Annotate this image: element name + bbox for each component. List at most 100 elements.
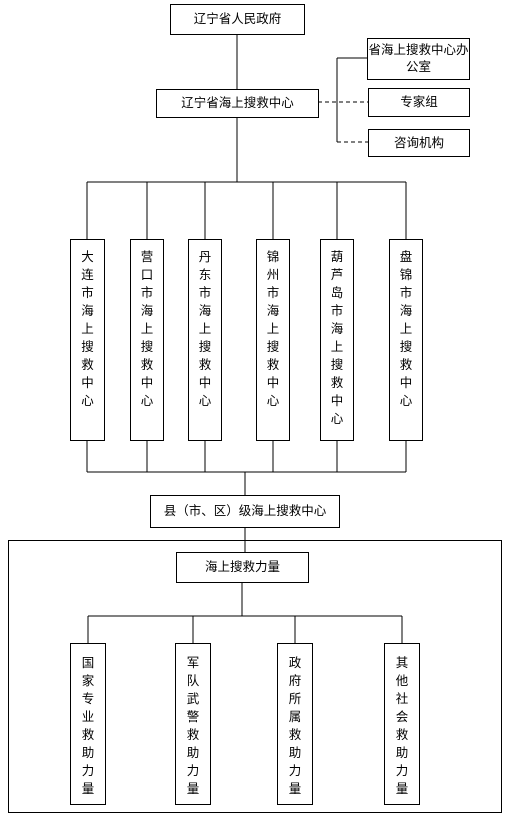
vertical-char: 中 — [399, 375, 413, 390]
vertical-char: 上 — [140, 321, 154, 336]
vertical-char: 市 — [330, 303, 344, 318]
vertical-char: 救 — [140, 357, 154, 372]
node-city-center: 营口市海上搜救中心 — [130, 239, 164, 441]
vertical-char: 救 — [266, 357, 280, 372]
vertical-char: 助 — [186, 745, 200, 760]
vertical-char: 量 — [186, 781, 200, 796]
vertical-char: 救 — [330, 375, 344, 390]
vertical-char: 连 — [81, 267, 94, 282]
vertical-char: 芦 — [330, 267, 344, 282]
vertical-char: 海 — [198, 303, 212, 318]
node-city-center: 大连市海上搜救中心 — [70, 239, 105, 441]
vertical-char: 上 — [399, 321, 413, 336]
vertical-char: 海 — [330, 321, 344, 336]
vertical-char: 他 — [395, 673, 409, 688]
vertical-char: 市 — [198, 285, 212, 300]
node-force-type: 其他社会救助力量 — [384, 643, 420, 805]
vertical-char: 武 — [186, 691, 200, 706]
vertical-char: 救 — [81, 357, 94, 372]
vertical-char: 搜 — [330, 357, 344, 372]
node-rescue-force: 海上搜救力量 — [176, 552, 309, 583]
vertical-char: 上 — [81, 321, 94, 336]
vertical-char: 海 — [140, 303, 154, 318]
vertical-char: 心 — [81, 393, 94, 408]
vertical-char: 助 — [395, 745, 409, 760]
node-force-type: 政府所属救助力量 — [277, 643, 313, 805]
vertical-char: 市 — [140, 285, 154, 300]
vertical-char: 军 — [186, 655, 200, 670]
vertical-char: 搜 — [140, 339, 154, 354]
vertical-char: 中 — [198, 375, 212, 390]
vertical-char: 队 — [186, 673, 200, 688]
vertical-char: 中 — [266, 375, 280, 390]
vertical-char: 上 — [266, 321, 280, 336]
vertical-char: 政 — [288, 655, 302, 670]
node-provincial-government: 辽宁省人民政府 — [170, 4, 305, 35]
vertical-char: 救 — [186, 727, 200, 742]
vertical-char: 中 — [330, 393, 344, 408]
vertical-char: 州 — [266, 267, 280, 282]
vertical-char: 心 — [140, 393, 154, 408]
vertical-char: 东 — [198, 267, 212, 282]
vertical-char: 社 — [395, 691, 409, 706]
vertical-char: 葫 — [330, 249, 344, 264]
vertical-char: 其 — [395, 655, 409, 670]
vertical-char: 力 — [186, 763, 200, 778]
node-force-type: 国家专业救助力量 — [70, 643, 106, 805]
node-provincial-rescue-center: 辽宁省海上搜救中心 — [156, 89, 319, 118]
vertical-char: 救 — [288, 727, 302, 742]
vertical-char: 助 — [288, 745, 302, 760]
vertical-char: 搜 — [399, 339, 413, 354]
vertical-char: 海 — [399, 303, 413, 318]
vertical-char: 救 — [198, 357, 212, 372]
vertical-char: 锦 — [266, 249, 280, 264]
vertical-char: 府 — [288, 673, 302, 688]
vertical-char: 岛 — [330, 285, 344, 300]
vertical-char: 上 — [198, 321, 212, 336]
node-city-center: 盘锦市海上搜救中心 — [389, 239, 423, 441]
vertical-char: 搜 — [266, 339, 280, 354]
vertical-char: 市 — [81, 285, 94, 300]
vertical-char: 量 — [81, 781, 95, 796]
vertical-char: 救 — [395, 727, 409, 742]
vertical-char: 心 — [266, 393, 280, 408]
vertical-char: 救 — [399, 357, 413, 372]
vertical-char: 量 — [395, 781, 409, 796]
vertical-char: 市 — [266, 285, 280, 300]
node-consulting-agency: 咨询机构 — [368, 129, 470, 157]
vertical-char: 量 — [288, 781, 302, 796]
vertical-char: 大 — [81, 249, 94, 264]
node-expert-group: 专家组 — [368, 88, 470, 117]
vertical-char: 丹 — [198, 249, 212, 264]
node-center-office: 省海上搜救中心办公室 — [367, 38, 470, 80]
vertical-char: 助 — [81, 745, 95, 760]
vertical-char: 力 — [288, 763, 302, 778]
vertical-char: 搜 — [198, 339, 212, 354]
vertical-char: 心 — [198, 393, 212, 408]
vertical-char: 口 — [140, 267, 154, 282]
node-city-center: 丹东市海上搜救中心 — [188, 239, 222, 441]
vertical-char: 搜 — [81, 339, 94, 354]
vertical-char: 国 — [81, 655, 95, 670]
vertical-char: 家 — [81, 673, 95, 688]
vertical-char: 锦 — [399, 267, 413, 282]
vertical-char: 力 — [395, 763, 409, 778]
vertical-char: 中 — [81, 375, 94, 390]
vertical-char: 力 — [81, 763, 95, 778]
vertical-char: 海 — [266, 303, 280, 318]
node-force-type: 军队武警救助力量 — [175, 643, 211, 805]
node-city-center: 葫芦岛市海上搜救中心 — [320, 239, 354, 441]
vertical-char: 所 — [288, 691, 302, 706]
vertical-char: 业 — [81, 709, 95, 724]
vertical-char: 中 — [140, 375, 154, 390]
vertical-char: 营 — [140, 249, 154, 264]
vertical-char: 警 — [186, 709, 200, 724]
rescue-force-frame — [8, 540, 502, 813]
vertical-char: 心 — [330, 411, 344, 426]
vertical-char: 心 — [399, 393, 413, 408]
vertical-char: 属 — [288, 709, 302, 724]
vertical-char: 会 — [395, 709, 409, 724]
vertical-char: 市 — [399, 285, 413, 300]
node-county-center: 县（市、区）级海上搜救中心 — [150, 495, 340, 528]
